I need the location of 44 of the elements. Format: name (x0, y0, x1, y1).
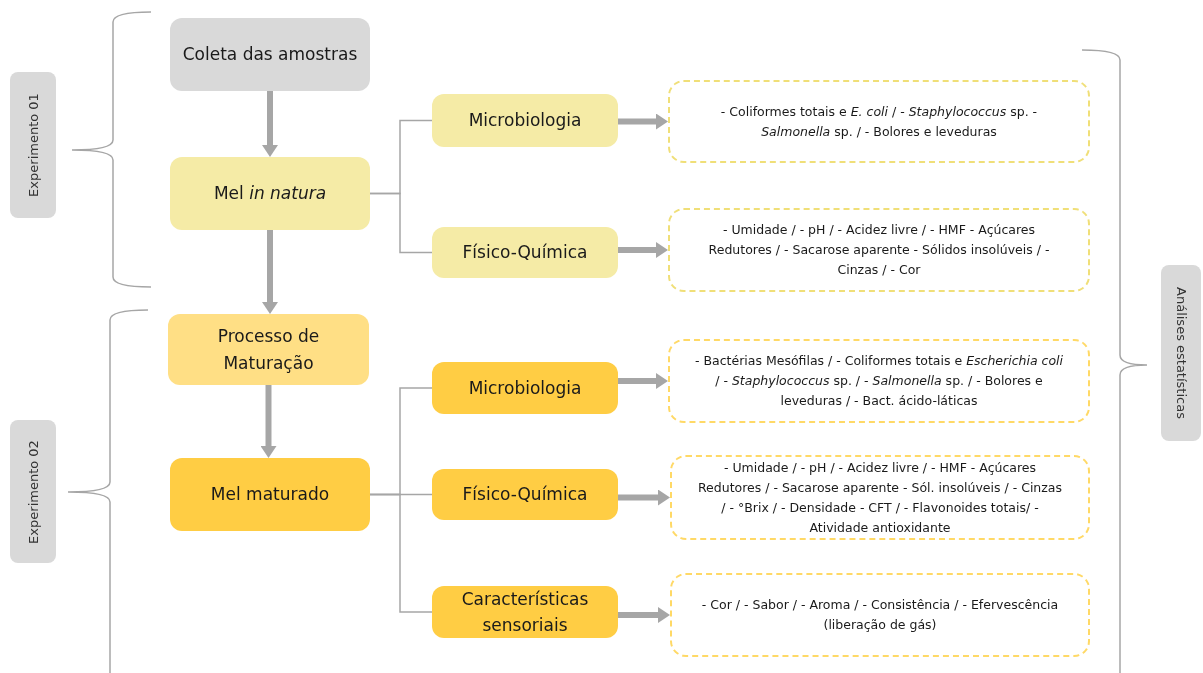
process-box (170, 458, 370, 531)
box-label: Características sensoriais (460, 587, 590, 637)
box-label: Mel maturado (209, 483, 331, 507)
box-label: Físico-Química (461, 483, 589, 507)
box-label: Mel in natura (212, 182, 328, 206)
block-arrow (618, 489, 670, 506)
process-box (170, 18, 370, 91)
box-label: Processo de Maturação (216, 325, 321, 375)
analysis-list-text: - Umidade / - pH / - Acidez livre / - HMF - Açúcares Redutores / - Sacarose aparente - Sól. insolúveis / - Cinzas / - °Brix / - Densidade - CFT / - Flavonoides totais/ - Atividade antioxidante (696, 458, 1064, 537)
process-box (168, 314, 369, 385)
group-label: Experimento 02 (25, 439, 41, 544)
connector-line (369, 493, 433, 613)
process-box (170, 157, 370, 230)
box-label: Coleta das amostras (181, 43, 359, 67)
block-arrow (618, 113, 668, 130)
group-label-box (10, 420, 56, 563)
analysis-list-text: - Coliformes totais e E. coli / - Staphylococcus sp. - Salmonella sp. / - Bolores e leveduras (719, 102, 1039, 141)
group-label-box (10, 72, 56, 218)
box-label: Microbiologia (467, 376, 583, 400)
group-label: Análises estatísticas (1173, 287, 1189, 419)
analysis-list-text: - Umidade / - pH / - Acidez livre / - HMF - Açúcares Redutores / - Sacarose aparente - Sólidos insolúveis / - Cinzas / - Cor (707, 221, 1051, 279)
block-arrow (618, 373, 668, 389)
connector-line (369, 192, 433, 254)
process-box (432, 362, 618, 414)
block-arrow (260, 385, 277, 458)
box-label: Físico-Química (461, 241, 589, 265)
analysis-list-text: - Cor / - Sabor / - Aroma / - Consistência / - Efervescência (liberação de gás) (700, 596, 1060, 634)
process-box (432, 586, 618, 638)
block-arrow (262, 91, 278, 157)
block-arrow (262, 230, 278, 314)
analysis-list-box (670, 573, 1090, 657)
analysis-list-box (668, 208, 1090, 292)
block-arrow (618, 242, 668, 258)
box-label: Microbiologia (467, 109, 583, 133)
analysis-list-box (668, 339, 1090, 423)
process-box (432, 227, 618, 278)
process-box (432, 94, 618, 147)
process-box (432, 469, 618, 520)
group-label: Experimento 01 (25, 93, 41, 197)
analysis-list-text: - Bactérias Mesófilas / - Coliformes totais e Escherichia coli / - Staphylococcus sp. / - Salmonella sp. / - Bolores e leveduras / - Bact. ácido-láticas (694, 352, 1064, 410)
block-arrow (618, 607, 670, 623)
analysis-list-box (670, 455, 1090, 540)
analysis-list-box (668, 80, 1090, 163)
group-label-box (1161, 265, 1201, 441)
